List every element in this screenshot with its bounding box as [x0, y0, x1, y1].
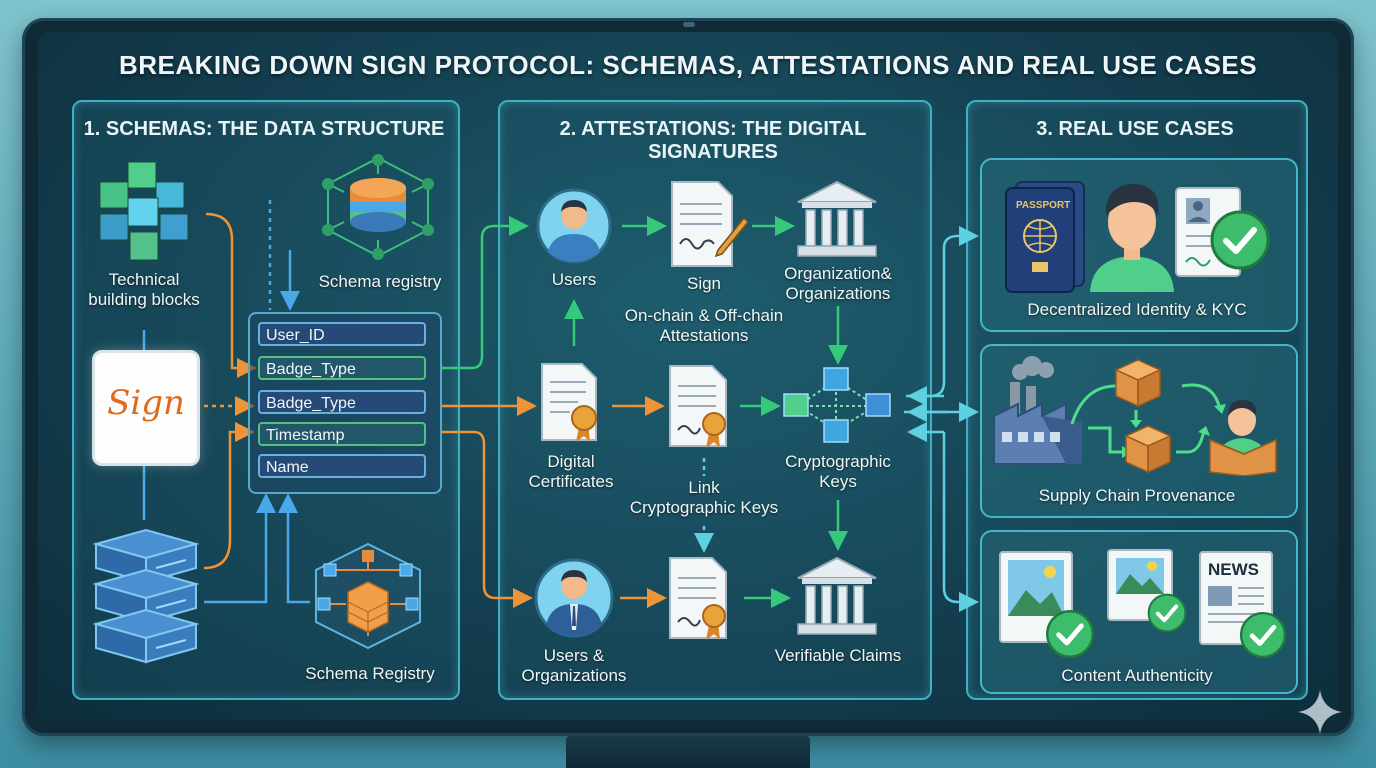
- schema-field-badge-type-2: Badge_Type: [258, 390, 426, 414]
- supply-chain-label: Supply Chain Provenance: [1038, 486, 1236, 505]
- identity-label: Decentralized Identity & KYC: [1027, 300, 1247, 319]
- link-keys-label: Link Cryptographic Keys: [629, 478, 779, 517]
- supply-flow-icon: [1070, 359, 1277, 476]
- check-badge-icon-2: [1046, 610, 1094, 658]
- certificate-document-icon: [669, 365, 727, 448]
- schema-field-user-id: User_ID: [258, 322, 426, 346]
- organizations-label: Organization& Organizations: [784, 264, 892, 303]
- sign-logo-text: Sign: [107, 383, 185, 423]
- content-label: Content Authenticity: [1061, 666, 1213, 685]
- monitor-stand: [566, 736, 810, 768]
- schema-registry-top-label: Schema registry: [318, 272, 442, 291]
- schema-field-name: Name: [258, 454, 426, 478]
- check-badge-icon: [1210, 210, 1270, 270]
- passport-label: PASSPORT: [1016, 200, 1071, 211]
- signed-document-icon: [671, 181, 748, 267]
- check-badge-icon-4: [1239, 611, 1287, 659]
- layered-database-cube-icon: [322, 154, 434, 260]
- cryptographic-keys-label: Cryptographic Keys: [785, 452, 891, 491]
- verifiable-claims-building-icon: [797, 556, 877, 635]
- schema-registry-bottom-label: Schema Registry: [305, 664, 435, 683]
- attestations-title: 2. ATTESTATIONS: THE DIGITAL SIGNATURES: [559, 118, 867, 163]
- institution-building-icon: [797, 180, 877, 257]
- certificate-ribbon-icon: [541, 363, 597, 442]
- technical-blocks-label: Technical building blocks: [88, 270, 200, 309]
- factory-icon: [993, 356, 1082, 465]
- users-orgs-avatar-icon: [534, 558, 614, 638]
- sign-label: Sign: [686, 274, 722, 293]
- digital-certificates-label: Digital Certificates: [528, 452, 614, 491]
- cube-cluster-icon: [99, 161, 189, 261]
- users-label: Users: [551, 270, 597, 289]
- signed-claim-document-icon: [669, 557, 727, 640]
- server-stack-icon: [92, 528, 200, 664]
- use-cases-title: 3. REAL USE CASES: [1036, 118, 1234, 140]
- identity-person-icon: [1090, 184, 1174, 292]
- users-orgs-label: Users & Organizations: [521, 646, 627, 685]
- key-network-icon: [783, 367, 891, 443]
- check-badge-icon-3: [1147, 593, 1187, 633]
- sign-logo: Sign: [92, 350, 200, 466]
- verifiable-claims-label: Verifiable Claims: [774, 646, 902, 665]
- schema-registry-network-icon: [315, 542, 421, 650]
- schema-field-timestamp: Timestamp: [258, 422, 426, 446]
- passport-icon: [1005, 181, 1085, 293]
- sparkle-icon: [1298, 690, 1342, 734]
- schemas-title: 1. SCHEMAS: THE DATA STRUCTURE: [83, 118, 445, 140]
- schema-field-badge-type: Badge_Type: [258, 356, 426, 380]
- users-avatar-icon: [536, 188, 612, 264]
- monitor-camera: [683, 22, 695, 27]
- newspaper-label: NEWS: [1208, 560, 1259, 579]
- on-off-chain-label: On-chain & Off-chain Attestations: [624, 306, 784, 345]
- page-title: BREAKING DOWN SIGN PROTOCOL: SCHEMAS, AT…: [118, 50, 1258, 80]
